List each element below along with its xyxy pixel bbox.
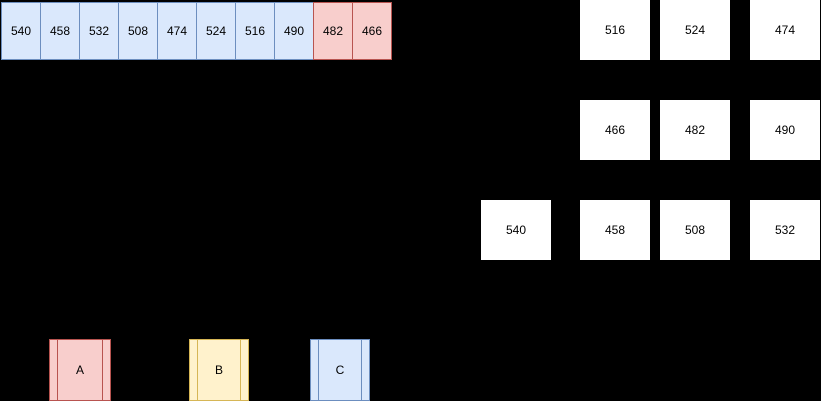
array-cell[interactable]: 532 — [79, 2, 119, 60]
array-cell[interactable]: 516 — [235, 2, 275, 60]
grid-cell[interactable]: 532 — [750, 200, 820, 260]
bucket-stripe-right — [361, 340, 362, 400]
grid-cell[interactable]: 508 — [660, 200, 730, 260]
bucket-stripe-left — [57, 340, 58, 400]
grid-cell[interactable]: 466 — [580, 100, 650, 160]
grid-cell[interactable]: 458 — [580, 200, 650, 260]
array-cell[interactable]: 474 — [157, 2, 197, 60]
bucket-label: B — [214, 363, 223, 377]
array-cell[interactable]: 490 — [274, 2, 314, 60]
grid-cell[interactable]: 516 — [580, 0, 650, 60]
grid-cell[interactable]: 524 — [660, 0, 730, 60]
array-cell[interactable]: 540 — [1, 2, 41, 60]
grid-cell[interactable]: 482 — [660, 100, 730, 160]
bucket-b[interactable]: B — [189, 339, 249, 401]
array-cell[interactable]: 482 — [313, 2, 353, 60]
array-cell[interactable]: 524 — [196, 2, 236, 60]
bucket-c[interactable]: C — [310, 339, 370, 401]
grid-cell[interactable]: 474 — [750, 0, 820, 60]
bucket-a[interactable]: A — [49, 339, 111, 401]
grid-cell[interactable]: 540 — [481, 200, 551, 260]
bucket-stripe-left — [318, 340, 319, 400]
bucket-stripe-right — [102, 340, 103, 400]
grid-cell[interactable]: 490 — [750, 100, 820, 160]
array-cell[interactable]: 508 — [118, 2, 158, 60]
bucket-stripe-right — [240, 340, 241, 400]
array-cell[interactable]: 466 — [352, 2, 392, 60]
bucket-stripe-left — [197, 340, 198, 400]
array-cell[interactable]: 458 — [40, 2, 80, 60]
bucket-label: A — [75, 363, 84, 377]
bucket-label: C — [335, 363, 345, 377]
